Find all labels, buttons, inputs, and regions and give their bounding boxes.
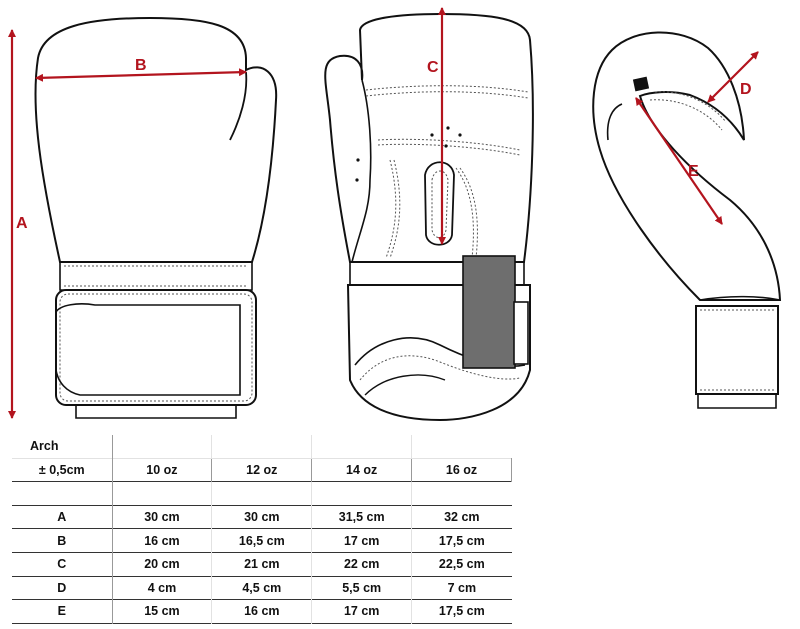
table-cell: 4,5 cm <box>211 576 313 600</box>
row-label: E <box>12 599 113 624</box>
table-cell: 21 cm <box>211 552 313 577</box>
table-cell: 22 cm <box>311 552 413 577</box>
table-cell: 4 cm <box>112 576 213 600</box>
table-row: B 16 cm 16,5 cm 17 cm 17,5 cm <box>12 528 512 553</box>
table-cell: 31,5 cm <box>311 505 413 529</box>
table-row: E 15 cm 16 cm 17 cm 17,5 cm <box>12 599 512 624</box>
row-label: B <box>12 528 113 553</box>
size-header: 10 oz <box>112 458 213 482</box>
row-label: C <box>12 552 113 577</box>
label-e: E <box>688 163 699 180</box>
row-label: D <box>12 576 113 600</box>
glove-palm-view <box>324 12 534 422</box>
table-cell: 16 cm <box>211 599 313 624</box>
table-cell: 15 cm <box>112 599 213 624</box>
label-b: B <box>135 57 147 74</box>
table-cell: 20 cm <box>112 552 213 577</box>
row-label: A <box>12 505 113 529</box>
glove-diagram: A B C D E <box>8 7 782 422</box>
size-header: 14 oz <box>311 458 413 482</box>
glove-side-view <box>592 31 782 409</box>
label-d: D <box>740 81 752 98</box>
table-cell: 17,5 cm <box>438 533 485 548</box>
table-row: A 30 cm 30 cm 31,5 cm 32 cm <box>12 505 512 529</box>
arrow-b <box>35 68 247 82</box>
table-cell: 30 cm <box>211 505 313 529</box>
table-cell: 16 cm <box>112 528 213 553</box>
arrow-d <box>707 51 759 103</box>
size-header: 16 oz <box>411 458 512 482</box>
table-row: C 20 cm 21 cm 22 cm 22,5 cm <box>12 552 512 577</box>
table-row: D 4 cm 4,5 cm 5,5 cm 7 cm <box>12 576 512 600</box>
table-cell: 17,5 cm <box>438 604 485 619</box>
glove-back-view <box>34 16 278 419</box>
table-spacer-row <box>12 481 512 506</box>
table-cell: 30 cm <box>112 505 213 529</box>
size-header: 12 oz <box>211 458 313 482</box>
corner-sublabel: ± 0,5cm <box>12 458 113 482</box>
dimension-arrows <box>8 7 759 419</box>
table-cell: 17 cm <box>311 528 413 553</box>
label-a: A <box>16 215 28 232</box>
table-header-top-row: Arch <box>12 435 512 459</box>
arrow-e <box>635 97 723 225</box>
table-cell: 5,5 cm <box>311 576 413 600</box>
dimension-letters: A B C D E <box>16 57 752 232</box>
corner-label: Arch <box>12 435 113 459</box>
table-cell: 17 cm <box>311 599 413 624</box>
label-c: C <box>427 59 439 76</box>
table-cell: 32 cm <box>444 510 480 525</box>
table-cell: 7 cm <box>447 580 477 595</box>
table-header-row: ± 0,5cm 10 oz 12 oz 14 oz 16 oz <box>12 458 512 482</box>
table-cell: 22,5 cm <box>438 557 485 572</box>
size-table: Arch ± 0,5cm 10 oz 12 oz 14 oz 16 oz A 3… <box>12 435 512 624</box>
table-cell: 16,5 cm <box>211 528 313 553</box>
